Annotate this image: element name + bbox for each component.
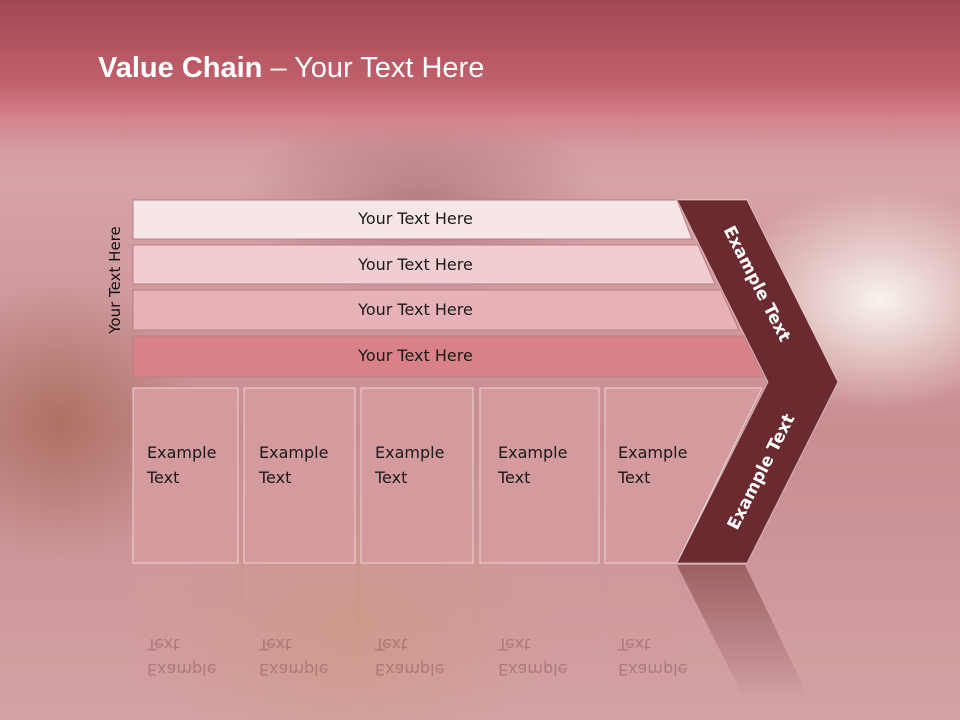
box-label-4-line1: Example — [498, 443, 568, 462]
box-label-1: Example Text — [147, 440, 242, 490]
row-label-1: Your Text Here — [358, 209, 473, 228]
row-label-2: Your Text Here — [358, 255, 473, 274]
box-label-4: Example Text — [498, 440, 593, 490]
box-label-1-line2: Text — [147, 468, 180, 487]
chevron-arrow — [676, 199, 839, 564]
box-label-3-reflection-line1: Example — [375, 660, 445, 679]
box-label-3: Example Text — [375, 440, 470, 490]
title-banner — [0, 0, 960, 150]
box-5-reflection — [605, 565, 677, 715]
box-label-4-reflection-line2: Text — [498, 635, 531, 654]
box-label-5-reflection: Example Text — [618, 632, 713, 682]
row-label-4: Your Text Here — [358, 346, 473, 365]
box-label-2-reflection-line1: Example — [259, 660, 329, 679]
box-label-2: Example Text — [259, 440, 354, 490]
box-label-2-line1: Example — [259, 443, 329, 462]
box-2-reflection — [244, 565, 355, 715]
slide-title: Value Chain – Your Text Here — [98, 52, 484, 85]
box-label-5-reflection-line1: Example — [618, 660, 688, 679]
row-bar-1 — [132, 199, 693, 240]
box-3 — [360, 387, 474, 564]
row-bar-4 — [132, 335, 765, 378]
box-label-2-reflection-line2: Text — [259, 635, 292, 654]
box-2 — [243, 387, 356, 564]
box-1-reflection — [133, 565, 238, 715]
box-label-1-reflection-line1: Example — [147, 660, 217, 679]
box-label-1-reflection-line2: Text — [147, 635, 180, 654]
chevron-reflection — [677, 565, 810, 700]
box-label-2-line2: Text — [259, 468, 292, 487]
box-label-2-reflection: Example Text — [259, 632, 354, 682]
box-label-3-reflection-line2: Text — [375, 635, 408, 654]
box-label-5: Example Text — [618, 440, 713, 490]
box-label-1-line1: Example — [147, 443, 217, 462]
box-label-3-reflection: Example Text — [375, 632, 470, 682]
row-bar-2 — [132, 244, 716, 285]
box-label-4-reflection: Example Text — [498, 632, 593, 682]
box-1 — [132, 387, 239, 564]
box-4 — [479, 387, 600, 564]
box-label-4-line2: Text — [498, 468, 531, 487]
box-label-1-reflection: Example Text — [147, 632, 242, 682]
box-4-reflection — [480, 565, 599, 715]
box-label-3-line2: Text — [375, 468, 408, 487]
box-label-3-line1: Example — [375, 443, 445, 462]
row-label-3: Your Text Here — [358, 300, 473, 319]
box-label-4-reflection-line1: Example — [498, 660, 568, 679]
box-3-reflection — [361, 565, 473, 715]
row-bar-3 — [132, 289, 740, 331]
title-bold: Value Chain — [98, 52, 263, 84]
box-label-5-line2: Text — [618, 468, 651, 487]
title-rest: – Your Text Here — [262, 52, 485, 84]
box-label-5-line1: Example — [618, 443, 688, 462]
box-label-5-reflection-line2: Text — [618, 635, 651, 654]
